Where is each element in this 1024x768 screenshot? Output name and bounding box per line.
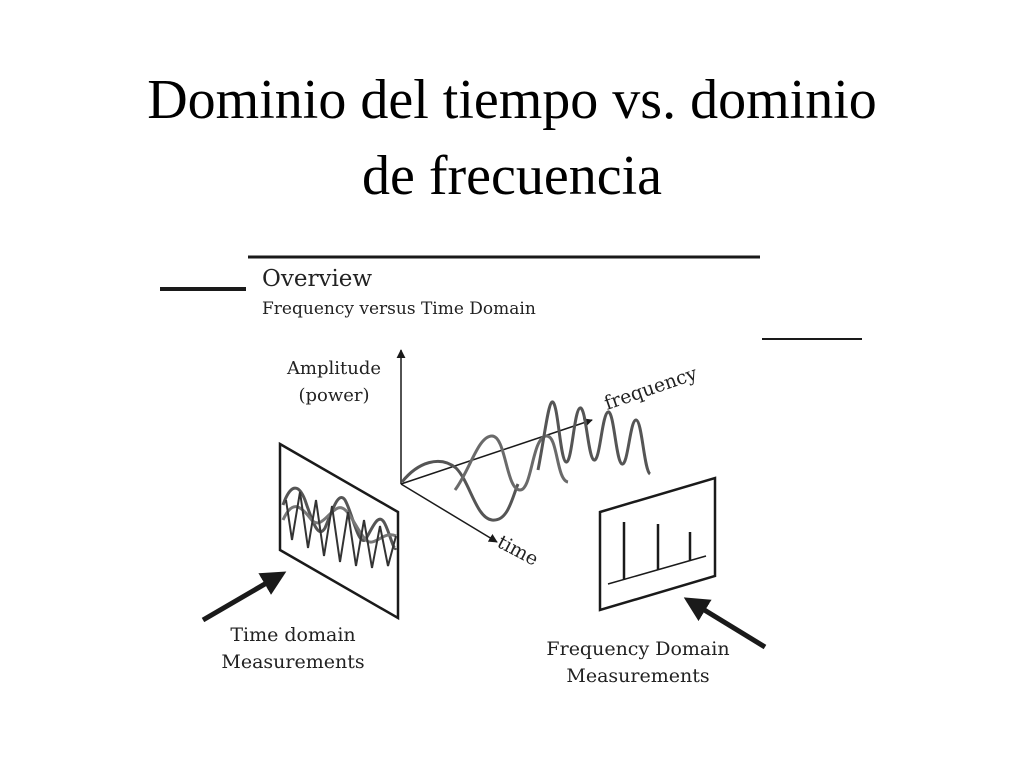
frequency-domain-caption-line-1: Frequency Domain [546,638,729,660]
amplitude-label-line-1: Amplitude [286,358,381,379]
frequency-domain-caption-line-2: Measurements [566,665,709,687]
slide-title: Dominio del tiempo vs. dominio de frecue… [0,62,1024,214]
overview-subheading: Frequency versus Time Domain [262,299,536,319]
time-axis-label: time [494,531,542,571]
slide-title-line-2: de frecuencia [362,145,662,207]
time-domain-caption-line-1: Time domain [230,624,355,646]
amplitude-label-line-2: (power) [298,385,369,406]
time-domain-pointer-arrow [201,571,287,623]
waveform-high-frequency [536,400,652,476]
time-domain-panel [278,441,400,621]
time-domain-signal-1 [281,486,398,551]
waveform-mid-frequency [453,434,569,492]
time-domain-signal-3 [285,491,397,569]
overview-heading: Overview [262,266,372,292]
time-axis [400,483,498,543]
time-domain-caption-line-2: Measurements [221,651,364,673]
frequency-domain-pointer-arrow [683,597,767,650]
waveform-low-frequency [400,459,520,522]
slide-title-line-1: Dominio del tiempo vs. dominio [147,69,877,131]
frequency-axis-label: frequency [601,362,700,414]
